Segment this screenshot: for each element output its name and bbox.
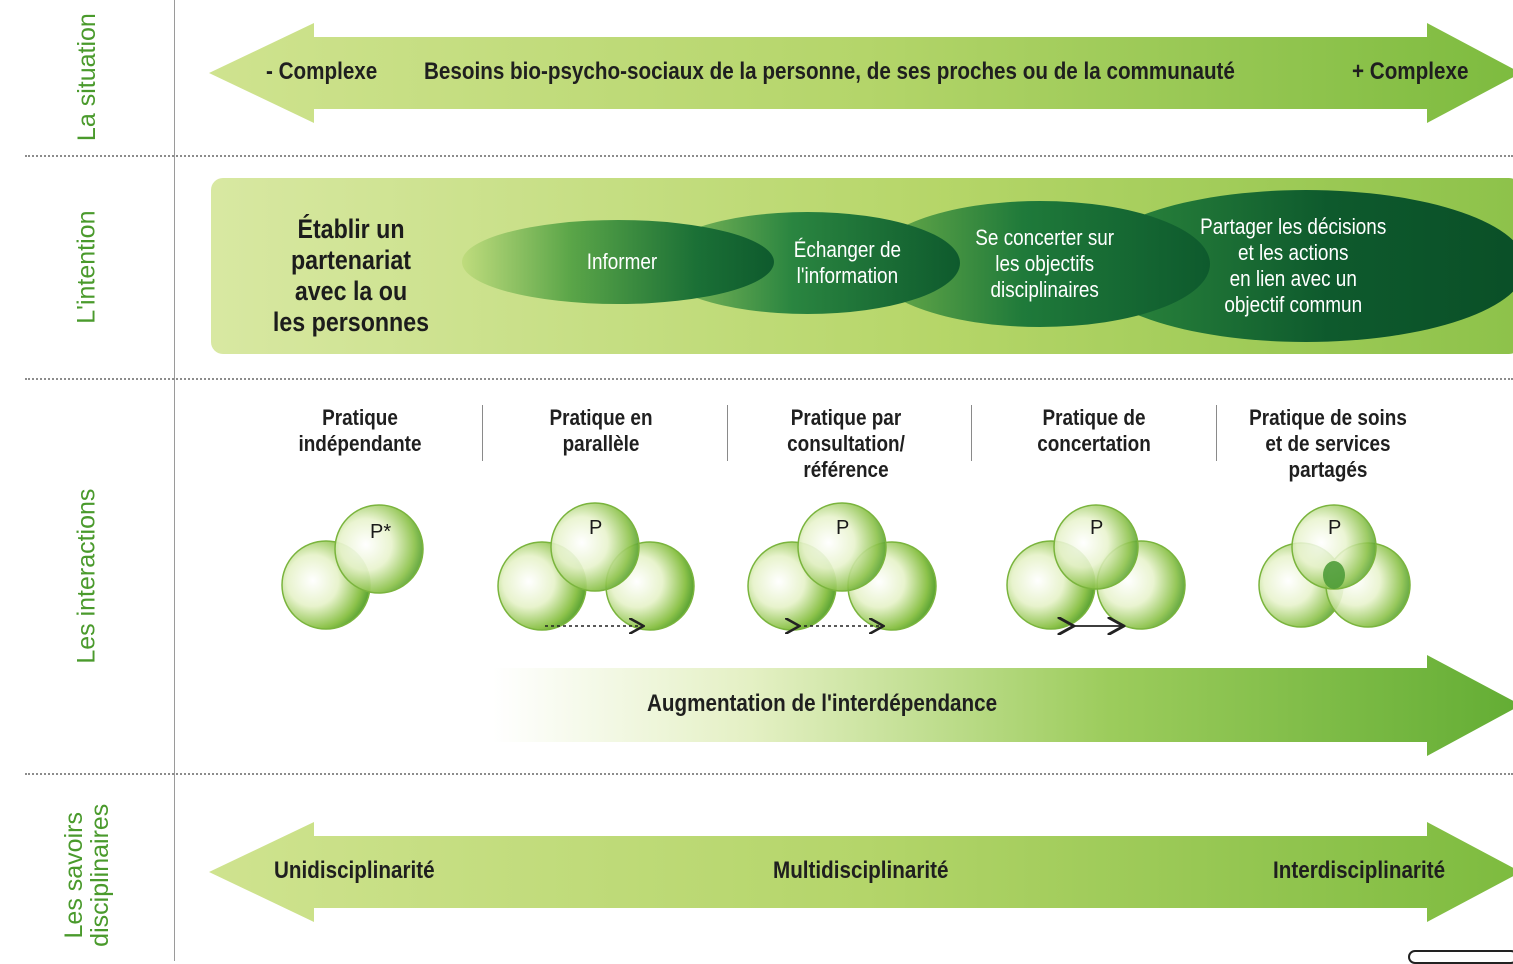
practice-title-line: Pratique en	[549, 405, 653, 430]
row-separator	[25, 378, 1513, 380]
row-separator	[25, 155, 1513, 157]
venn-p-label: P	[1090, 517, 1103, 539]
stage-line: Se concerter sur	[975, 225, 1115, 250]
venn-independent: P*	[281, 504, 424, 630]
venn-p-label: P	[836, 517, 849, 539]
practice-title-line: Pratique	[322, 405, 398, 430]
savoirs-arrow	[209, 822, 1513, 922]
practice-title-line: Pratique de	[1042, 405, 1146, 430]
venn-circle	[797, 502, 887, 592]
practice-title-concertation: Pratique de concertation	[999, 405, 1188, 457]
practice-separator	[971, 405, 972, 461]
practice-title-line: partagés	[1288, 457, 1368, 482]
venn-circle	[334, 504, 424, 594]
practice-title-consultation: Pratique par consultation/ référence	[751, 405, 940, 483]
venn-parallel: P	[497, 502, 695, 630]
stage-line: et les actions	[1238, 240, 1349, 265]
venn-circle	[1053, 504, 1139, 590]
intention-title: Établir un partenariat avec la ou les pe…	[240, 214, 462, 338]
stage-inform: Informer	[462, 220, 774, 304]
stage-line: l'information	[796, 263, 899, 288]
venn-p-label: P*	[370, 521, 391, 543]
practice-title-line: référence	[803, 457, 889, 482]
row-label-divider	[174, 0, 175, 961]
stage-line: les objectifs	[995, 251, 1095, 276]
venn-consultation: P	[747, 502, 937, 630]
row-separator	[25, 773, 1513, 775]
savoirs-left-label: Unidisciplinarité	[274, 857, 435, 884]
venn-center-overlap	[1323, 561, 1345, 589]
practice-title-line: consultation/	[787, 431, 905, 456]
intention-title-line: avec la ou	[294, 276, 408, 306]
practice-title-shared-care: Pratique de soins et de services partagé…	[1233, 405, 1422, 483]
interdependence-label: Augmentation de l'interdépendance	[647, 690, 998, 717]
venn-p-label: P	[589, 517, 602, 539]
situation-arrow	[209, 23, 1513, 123]
stage-line: disciplinaires	[990, 277, 1100, 302]
venn-concertation: P	[1006, 504, 1186, 629]
practice-title-line: Pratique de soins	[1249, 405, 1407, 430]
cc-license-icon	[1408, 950, 1513, 964]
venn-circle	[550, 502, 640, 592]
situation-right-label: + Complexe	[1352, 58, 1469, 85]
interdependence-arrow	[493, 655, 1513, 756]
stage-line: objectif commun	[1224, 292, 1363, 317]
stage-line: Échanger de	[793, 237, 902, 262]
intention-title-line: Établir un partenariat	[290, 214, 412, 275]
practice-title-line: indépendante	[298, 431, 422, 456]
situation-center-label: Besoins bio-psycho-sociaux de la personn…	[424, 58, 1235, 85]
stage-line: en lien avec un	[1229, 266, 1358, 291]
practice-title-line: et de services	[1265, 431, 1391, 456]
practice-title-parallel: Pratique en parallèle	[506, 405, 695, 457]
stage-line: Partager les décisions	[1200, 214, 1387, 239]
venn-p-label: P	[1328, 517, 1341, 539]
savoirs-right-label: Interdisciplinarité	[1273, 857, 1446, 884]
practice-title-line: parallèle	[562, 431, 640, 456]
savoirs-center-label: Multidisciplinarité	[773, 857, 949, 884]
situation-left-label: - Complexe	[266, 58, 378, 85]
practice-separator	[1216, 405, 1217, 461]
practice-title-independent: Pratique indépendante	[265, 405, 454, 457]
intention-title-line: les personnes	[272, 307, 430, 337]
practice-separator	[482, 405, 483, 461]
venn-shared-care: P	[1258, 504, 1411, 628]
practice-separator	[727, 405, 728, 461]
practice-title-line: Pratique par	[790, 405, 902, 430]
practice-title-line: concertation	[1037, 431, 1151, 456]
stage-line: Informer	[586, 249, 658, 274]
